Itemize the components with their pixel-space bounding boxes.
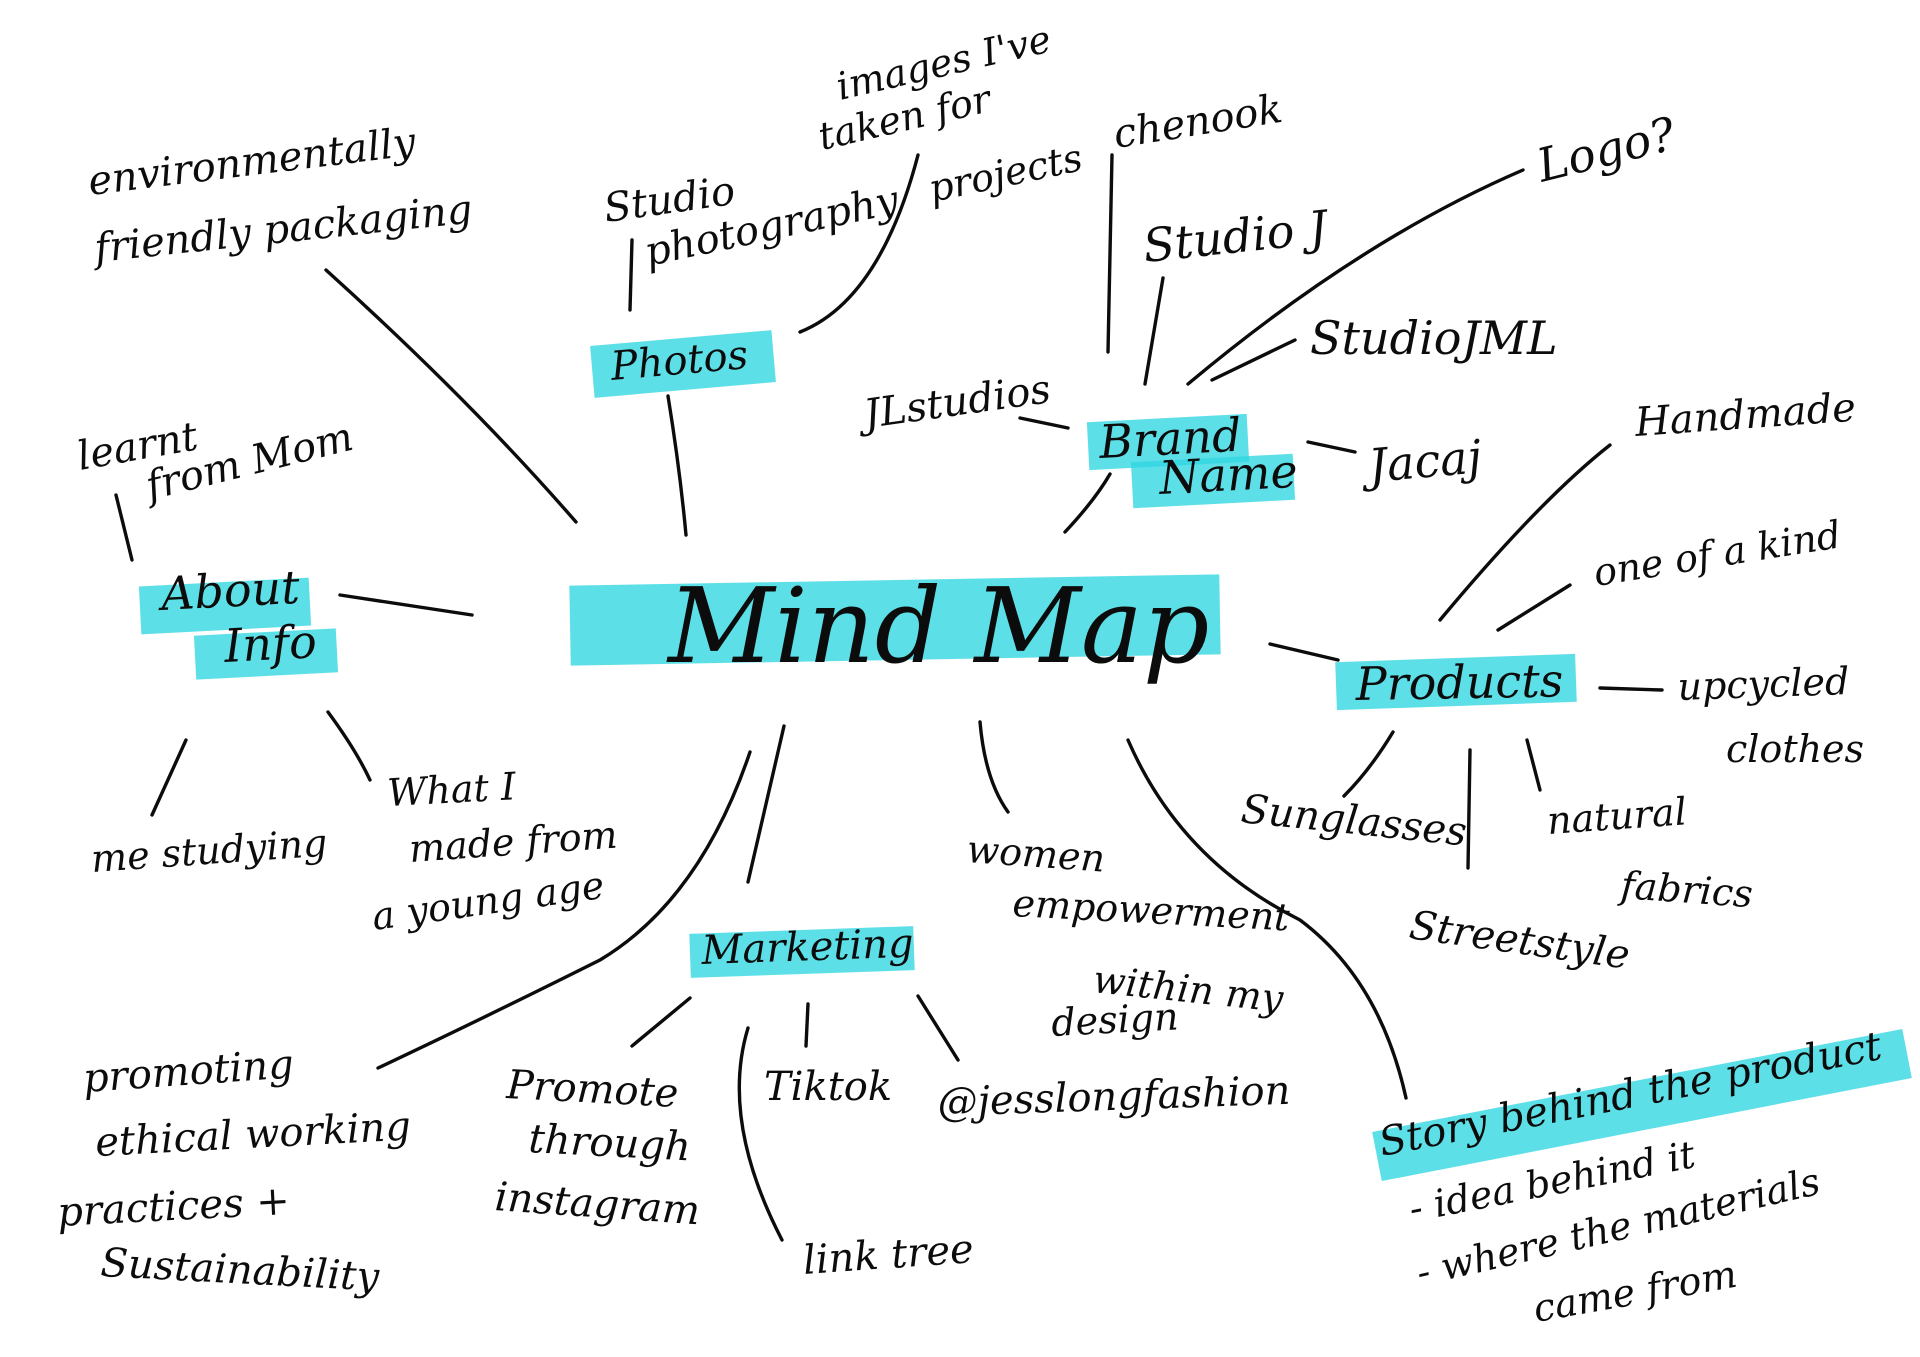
about-node-line-2: Info xyxy=(222,614,318,673)
about-node-line-1: About xyxy=(156,560,302,621)
line-about-center xyxy=(338,593,474,617)
line-photos-center xyxy=(666,394,688,537)
handmade-label: Handmade xyxy=(1632,385,1857,446)
line-one-of-a-kind xyxy=(1496,583,1572,632)
line-handmade xyxy=(1438,443,1612,622)
women-empowerment-line-4: design xyxy=(1050,994,1179,1045)
women-empowerment-line-1: women xyxy=(965,827,1106,881)
brand-highlight xyxy=(1086,413,1250,471)
promoting-ethical-line-3: practices + xyxy=(56,1178,291,1236)
streetstyle-label: Streetstyle xyxy=(1407,902,1633,978)
line-packaging xyxy=(324,268,578,524)
line-jacaj xyxy=(1306,440,1357,454)
where-materials-line-2: came from xyxy=(1530,1252,1740,1331)
line-studio-photography xyxy=(628,238,634,312)
sunglasses-label: Sunglasses xyxy=(1239,786,1469,855)
line-streetstyle xyxy=(1466,748,1472,870)
jacaj-label: Jacaj xyxy=(1358,429,1484,493)
what-i-made-line-3: a young age xyxy=(369,863,607,939)
line-brand-center xyxy=(1063,472,1112,534)
line-logo xyxy=(1186,168,1525,386)
products-node: Products xyxy=(1354,653,1563,711)
packaging-line-1: environmentally xyxy=(86,119,420,205)
connector-lines xyxy=(114,153,1664,1242)
brand-node-line-2: Name xyxy=(1157,444,1299,505)
line-women-empowerment xyxy=(978,720,1010,814)
line-promoting-ethical xyxy=(376,750,752,1070)
center-highlight xyxy=(569,574,1221,666)
marketing-highlight xyxy=(689,926,915,978)
natural-fabrics-line-1: natural xyxy=(1546,789,1689,843)
line-images-taken xyxy=(798,153,920,334)
promoting-ethical-line-1: promoting xyxy=(81,1041,295,1102)
line-natural-fabrics xyxy=(1525,738,1542,792)
promote-instagram-line-3: instagram xyxy=(493,1174,701,1234)
story-highlight xyxy=(1372,1028,1912,1182)
brand-node-line-1: Brand xyxy=(1097,408,1243,469)
line-upcycled xyxy=(1598,686,1664,692)
info-highlight xyxy=(193,628,339,680)
line-jesslong xyxy=(916,994,960,1062)
line-chenook xyxy=(1106,153,1114,354)
packaging-line-2: friendly packaging xyxy=(89,187,474,273)
about-highlight xyxy=(138,577,312,635)
line-story-center xyxy=(1126,738,1408,1100)
photos-highlight xyxy=(590,330,776,398)
center-title: Mind Map xyxy=(666,565,1209,687)
upcycled-line-1: upcycled xyxy=(1677,659,1850,709)
line-link-tree xyxy=(737,1026,784,1242)
promoting-ethical-line-2: ethical working xyxy=(94,1104,412,1166)
chenook-label: chenook xyxy=(1110,86,1285,158)
jesslong-label: @jesslongfashion xyxy=(937,1068,1291,1126)
what-i-made-line-2: made from xyxy=(408,813,619,871)
tiktok-label: Tiktok xyxy=(764,1064,892,1110)
studio-jml-label: StudioJML xyxy=(1310,311,1558,365)
name-highlight xyxy=(1130,453,1296,509)
line-promote-instagram xyxy=(630,996,692,1048)
natural-fabrics-line-2: fabrics xyxy=(1616,863,1754,916)
logo-label: Logo? xyxy=(1531,106,1681,193)
line-me-studying xyxy=(150,738,188,817)
one-of-a-kind-label: one of a kind xyxy=(1591,512,1844,595)
line-learnt xyxy=(114,493,134,562)
products-highlight xyxy=(1335,653,1577,711)
line-products-center xyxy=(1268,642,1340,662)
line-studio-jml xyxy=(1210,338,1297,382)
upcycled-line-2: clothes xyxy=(1726,727,1864,771)
line-marketing-center xyxy=(746,724,786,884)
images-taken-line-3: projects xyxy=(925,135,1086,210)
promote-instagram-line-2: through xyxy=(527,1116,691,1170)
highlight-strokes xyxy=(138,330,1912,1182)
marketing-node: Marketing xyxy=(700,921,915,974)
promoting-ethical-line-4: Sustainability xyxy=(99,1240,381,1301)
promote-instagram-line-1: Promote xyxy=(504,1062,679,1117)
link-tree-label: link tree xyxy=(801,1226,975,1284)
what-i-made-line-1: What I xyxy=(386,764,518,815)
me-studying-label: me studying xyxy=(90,821,329,881)
line-studio-j xyxy=(1143,276,1165,386)
line-jlstudios xyxy=(1018,416,1070,430)
jlstudios-label: JLstudios xyxy=(854,366,1053,439)
line-tiktok xyxy=(804,1002,810,1048)
line-sunglasses xyxy=(1342,730,1395,798)
studio-j-label: Studio J xyxy=(1141,200,1333,273)
line-what-i-made xyxy=(326,710,372,782)
